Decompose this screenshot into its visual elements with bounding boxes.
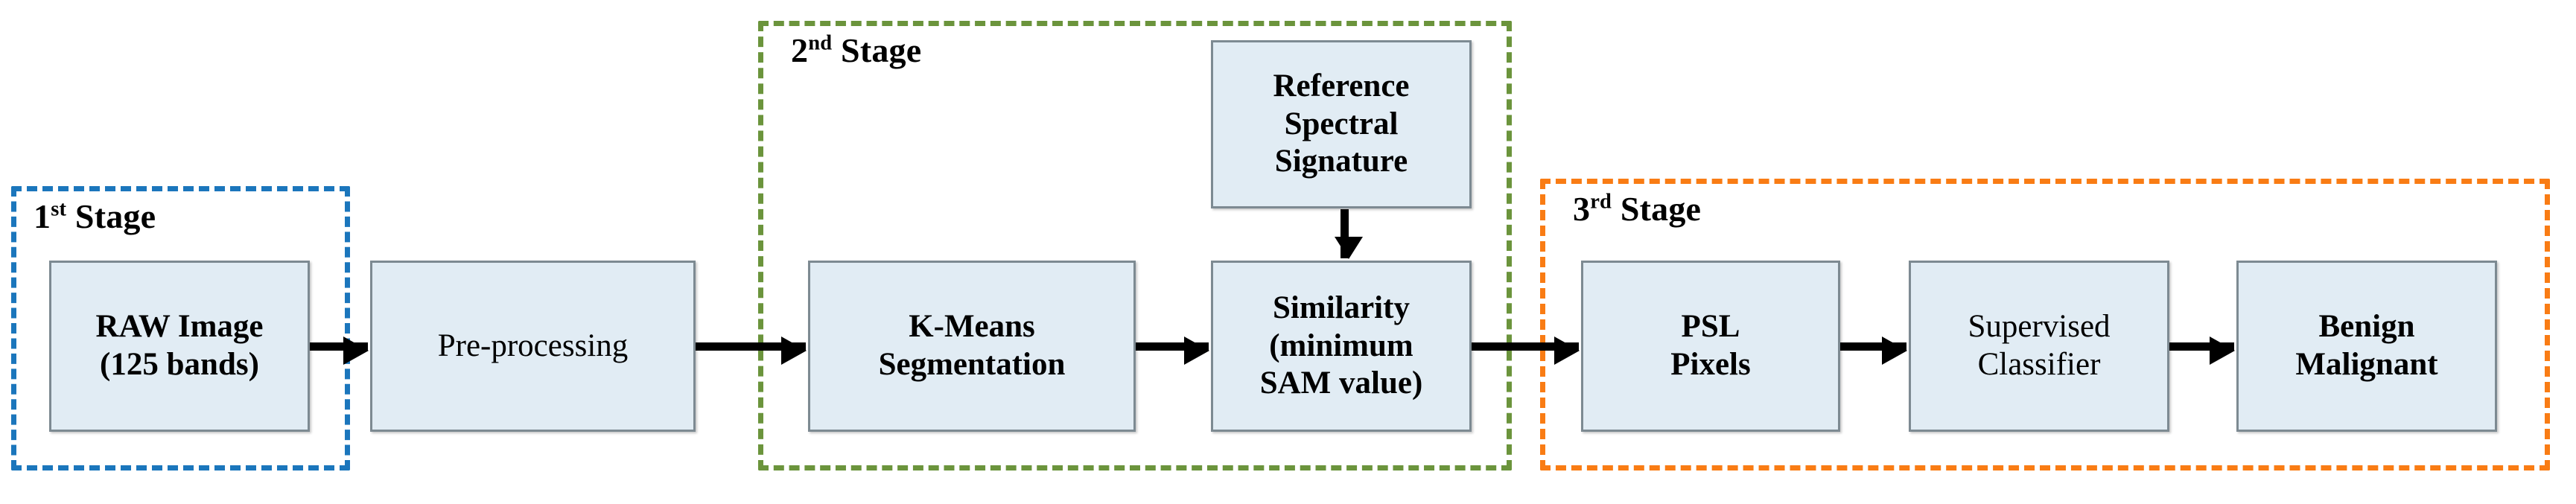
stage-2-ordinal: 2	[791, 31, 809, 69]
stage-3-suffix: rd	[1590, 190, 1612, 214]
stage-2-label: 2nd Stage	[791, 31, 922, 69]
arrow-classifier-to-result	[2169, 336, 2235, 365]
arrow-pre-processing-to-kmeans	[696, 336, 807, 365]
stage-2-container	[758, 21, 1512, 470]
node-similarity-line-3: SAM value)	[1259, 366, 1423, 401]
node-reference-line-2: Spectral	[1284, 106, 1399, 141]
stage-1-label: 1st Stage	[34, 197, 156, 235]
node-supervised-classifier[interactable]: Supervised Classifier	[1909, 261, 2169, 432]
node-result-line-2: Malignant	[2295, 347, 2438, 382]
arrow-reference-to-similarity	[1335, 209, 1363, 259]
stage-2-word: Stage	[841, 31, 922, 69]
stage-3-ordinal: 3	[1573, 190, 1591, 228]
stage-1-container	[11, 186, 350, 470]
node-result-line-1: Benign	[2318, 309, 2415, 345]
stage-1-suffix: st	[51, 197, 67, 221]
node-reference-line-1: Reference	[1273, 68, 1410, 103]
node-classifier-line-1: Supervised	[1968, 309, 2111, 345]
node-similarity-line-2: (minimum	[1269, 328, 1413, 363]
node-reference-line-3: Signature	[1274, 144, 1408, 179]
node-kmeans-line-2: Segmentation	[878, 347, 1066, 382]
node-reference-spectral-signature[interactable]: Reference Spectral Signature	[1211, 40, 1472, 208]
node-pre-processing-line-1: Pre-processing	[437, 328, 629, 363]
node-kmeans-segmentation[interactable]: K-Means Segmentation	[808, 261, 1136, 432]
node-psl-pixels[interactable]: PSL Pixels	[1581, 261, 1840, 432]
node-psl-line-2: Pixels	[1670, 347, 1751, 382]
stage-3-word: Stage	[1620, 190, 1702, 228]
node-similarity-line-1: Similarity	[1273, 290, 1410, 325]
node-pre-processing[interactable]: Pre-processing	[370, 261, 696, 432]
node-raw-image[interactable]: RAW Image (125 bands)	[49, 261, 310, 432]
node-classifier-line-2: Classifier	[1977, 347, 2101, 382]
arrow-psl-pixels-to-classifier	[1840, 336, 1907, 365]
stage-3-container	[1540, 179, 2550, 470]
node-raw-image-line-2: (125 bands)	[100, 347, 259, 382]
node-benign-malignant[interactable]: Benign Malignant	[2236, 261, 2497, 432]
stage-2-suffix: nd	[808, 31, 833, 55]
stage-1-word: Stage	[74, 197, 156, 235]
arrow-similarity-to-psl-pixels	[1472, 336, 1580, 365]
node-raw-image-line-1: RAW Image	[95, 309, 264, 345]
node-kmeans-line-1: K-Means	[909, 309, 1035, 345]
stage-1-ordinal: 1	[34, 197, 51, 235]
node-psl-line-1: PSL	[1681, 309, 1740, 345]
arrow-raw-to-pre-processing	[310, 336, 369, 365]
stage-3-label: 3rd Stage	[1573, 190, 1702, 228]
node-similarity[interactable]: Similarity (minimum SAM value)	[1211, 261, 1472, 432]
arrow-kmeans-to-similarity	[1136, 336, 1209, 365]
